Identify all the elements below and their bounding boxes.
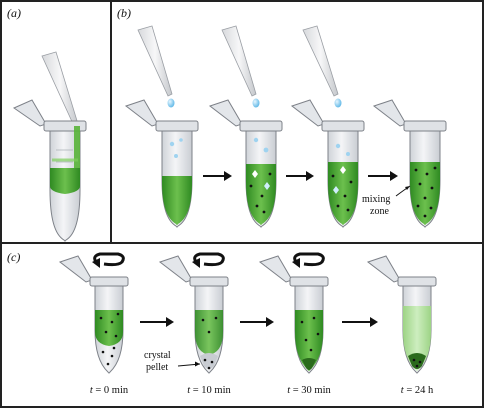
tube-b2 [208,25,283,228]
arrow-right-icon [203,171,232,181]
tube-c4 [366,255,437,374]
arrow-right-icon [342,317,378,327]
rotation-arrow-icon [292,252,325,268]
droplet-icon [167,98,175,108]
droplet-icon [252,98,260,108]
arrow-right-icon [140,317,174,327]
microcentrifuge-tube-icon [12,99,87,242]
droplet-icon [334,98,342,108]
tube-c3 [258,252,329,374]
time-label-t10: t = 10 min [187,385,231,396]
pipette-tip-icon [41,51,79,127]
time-label-var: t [90,385,94,396]
tube-c1 [58,252,129,374]
time-label-t0: t = 0 min [90,385,129,396]
panel-a [12,51,87,242]
mixing-zone-label-line2: zone [370,206,389,217]
time-label-value: = 30 min [290,385,331,396]
rotation-arrow-icon [92,252,125,268]
arrow-right-icon [240,317,274,327]
crystal-pellet-label-line1: crystal [144,350,171,361]
time-label-value: = 10 min [190,385,231,396]
arrow-right-icon [368,171,398,181]
tube-b4 [372,99,447,228]
tube-c2 [158,252,229,374]
time-label-var: t [287,385,291,396]
time-label-t24h: t = 24 h [401,385,434,396]
pipette-tip-icon [302,25,339,97]
time-label-var: t [187,385,191,396]
tube-b3 [290,25,365,228]
pipette-tip-icon [221,25,257,97]
time-label-var: t [401,385,405,396]
tube-b1 [124,25,199,228]
time-label-value: = 0 min [93,385,129,396]
crystal-pellet-label-line2: pellet [146,362,168,373]
panel-b-label: (b) [117,6,131,20]
time-label-t30: t = 30 min [287,385,331,396]
time-label-value: = 24 h [404,385,434,396]
panel-c-label: (c) [7,250,20,264]
mixing-zone-label-line1: mixing [362,194,390,205]
annotation-arrow-icon [177,361,201,367]
panel-c: crystal pellet [58,252,437,396]
annotation-arrow-icon [395,185,411,197]
pipette-tip-icon [137,25,173,97]
rotation-arrow-icon [192,252,225,268]
arrow-right-icon [286,171,314,181]
panel-b: mixing zone [124,25,447,228]
panel-a-label: (a) [7,6,21,20]
